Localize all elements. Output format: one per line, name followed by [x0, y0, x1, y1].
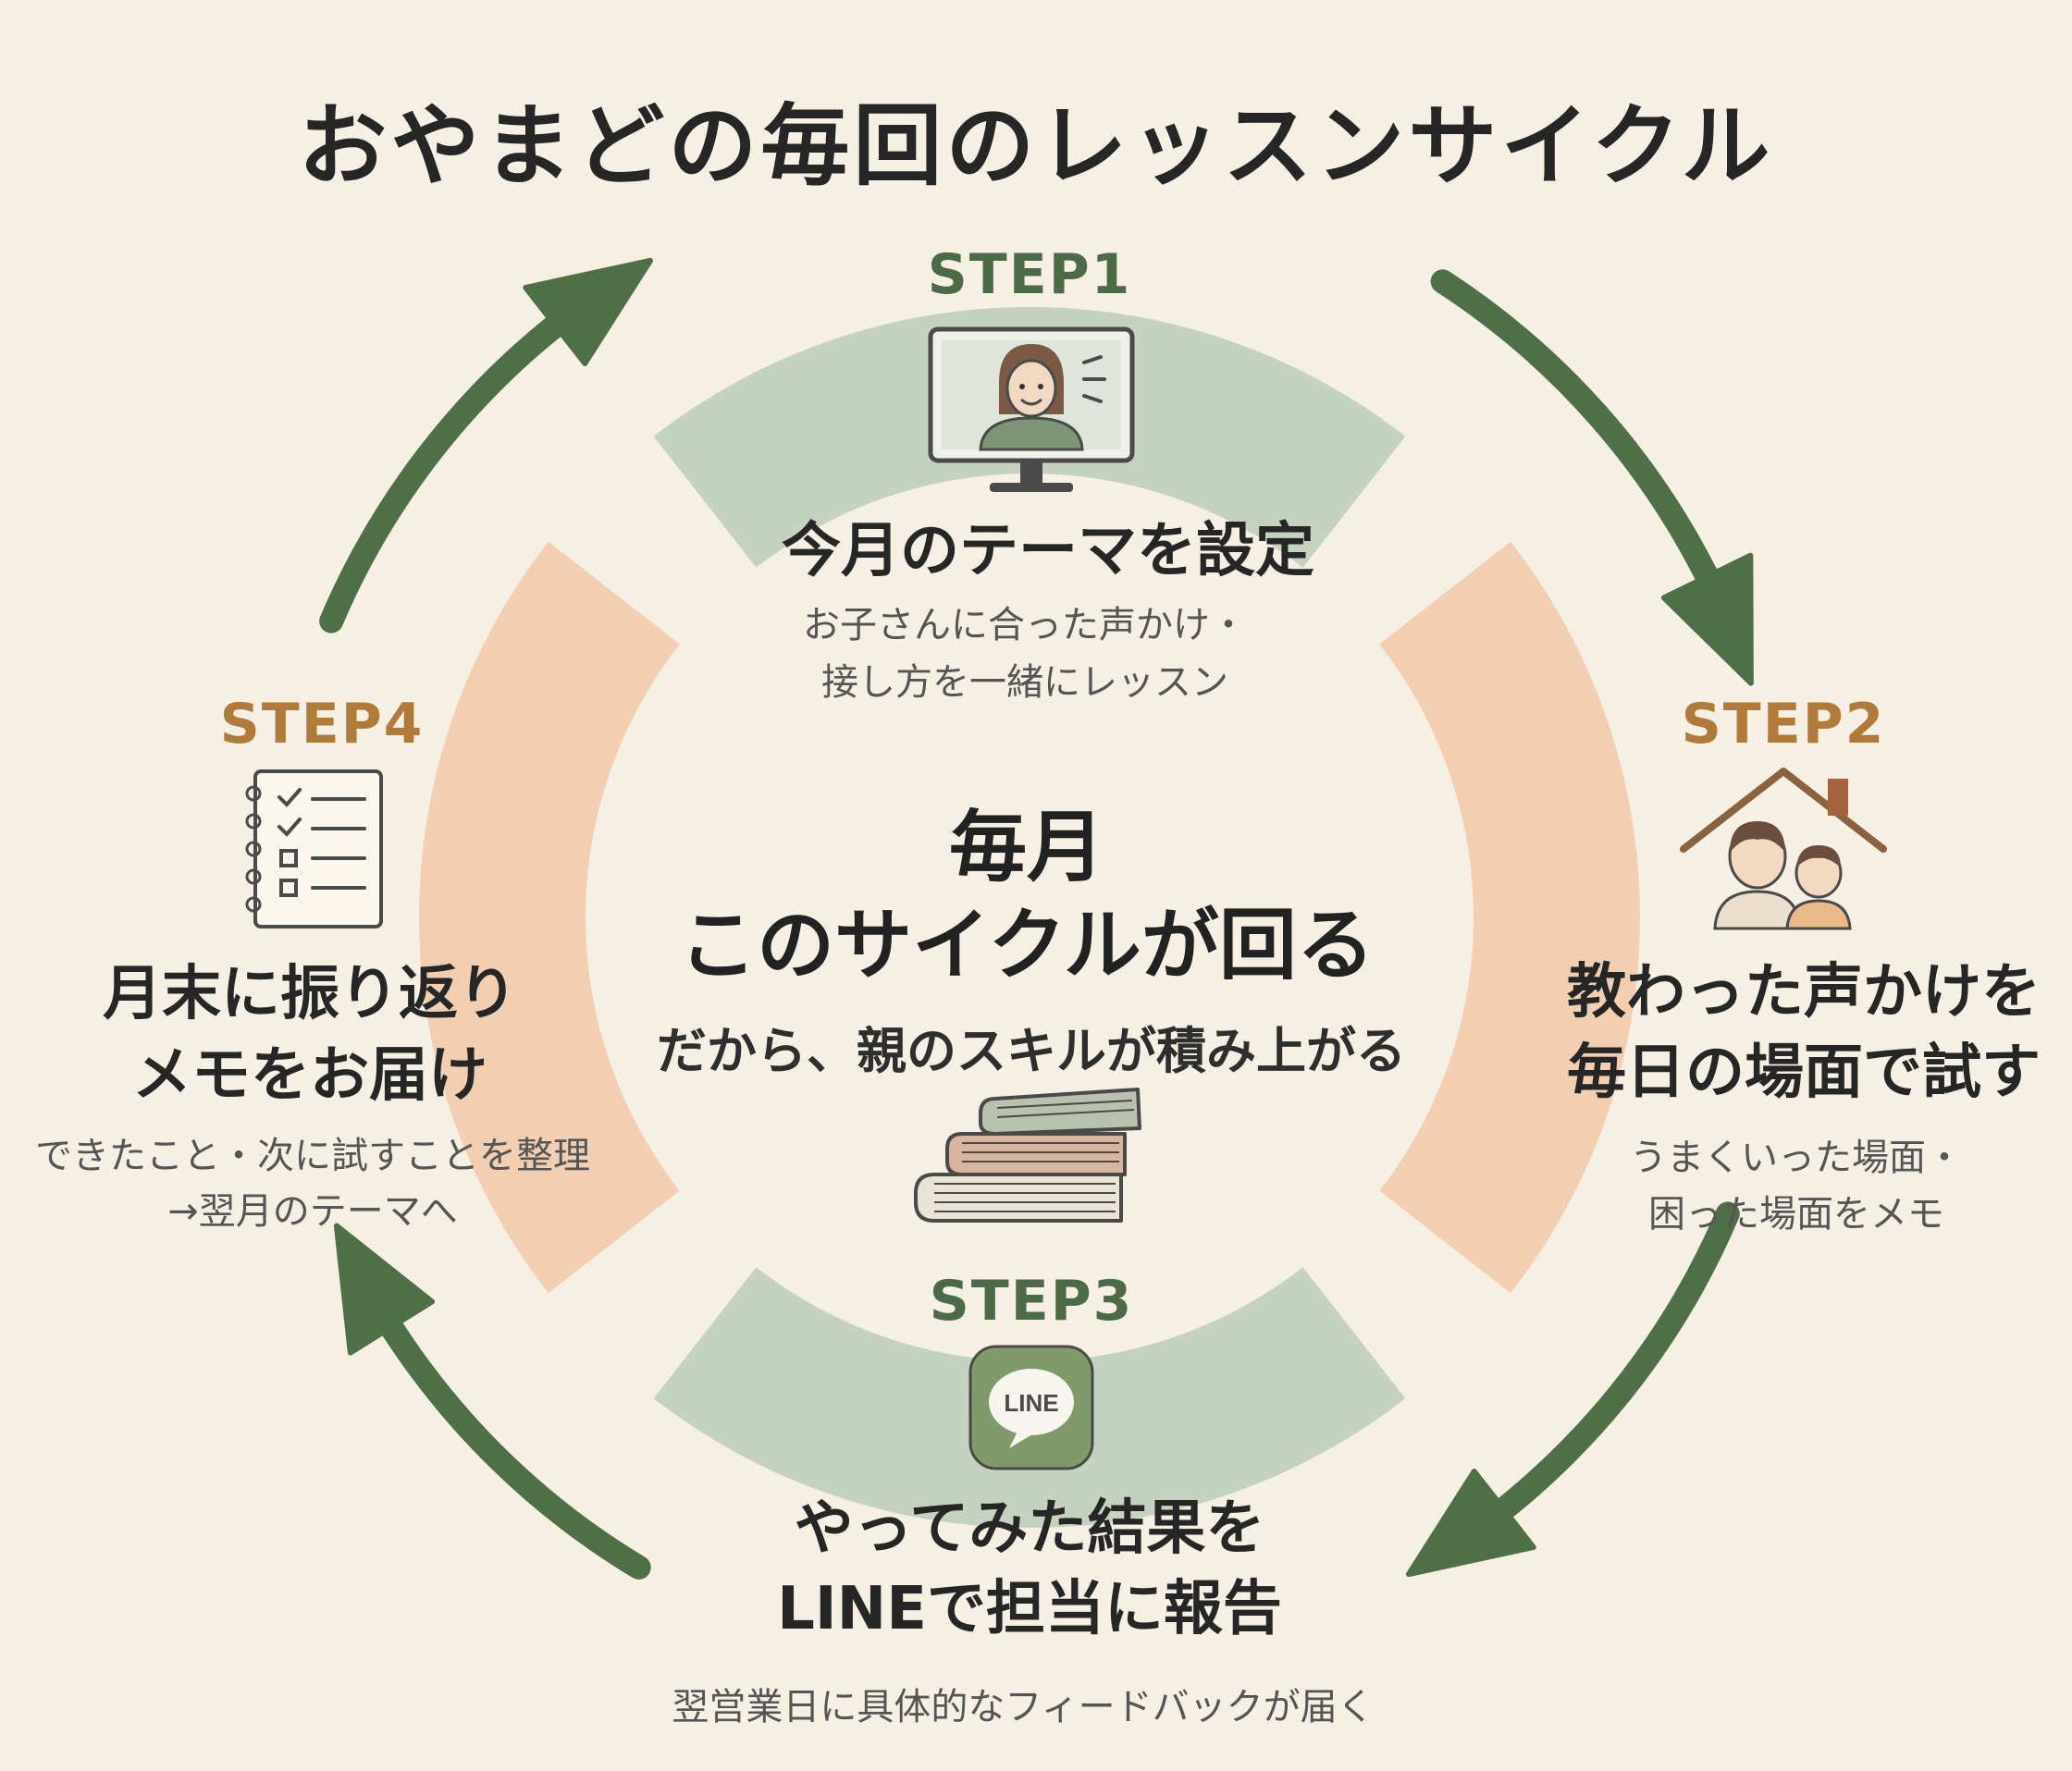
step2-heading-line1: 教わった声かけを — [1567, 958, 2041, 1027]
step2-sub-line1: うまくいった場面・ — [1630, 1137, 1963, 1179]
arrow-step4-to-step1 curved-arrow-icon — [319, 257, 653, 633]
step2-heading-line2: 毎日の場面で試す — [1567, 1039, 2041, 1107]
step3-sub: 翌営業日に具体的なフィードバックが届く — [672, 1686, 1375, 1728]
arrow-step1-to-step2 curved-arrow-icon — [1430, 269, 1754, 686]
step4-label: STEP4 — [219, 692, 425, 756]
ring-segment-left — [419, 541, 680, 1294]
step1-label: STEP1 — [927, 242, 1132, 307]
center-subtitle: だから、親のスキルが積み上がる — [657, 1022, 1406, 1080]
page-title: おやまどの毎回のレッスンサイクル — [298, 94, 1774, 198]
step1-sub-line1: お子さんに合った声かけ・ — [803, 604, 1247, 646]
line-app-icon-text: LINE — [1004, 1389, 1058, 1417]
step3-heading-line2: LINEで担当に報告 — [777, 1575, 1282, 1643]
step2-label: STEP2 — [1681, 692, 1886, 756]
step2-sub-line2: 困った場面をメモ — [1648, 1193, 1944, 1236]
ring-segment-right — [1379, 541, 1640, 1294]
step3-label: STEP3 — [929, 1269, 1134, 1334]
center-title-line2: このサイクルが回る — [679, 900, 1375, 990]
video-call-icon — [928, 326, 1135, 492]
step4-sub-line2: →翌月のテーマへ — [167, 1190, 458, 1233]
center-title-line1: 毎月 — [948, 802, 1105, 892]
step1-heading: 今月のテーマを設定 — [782, 517, 1314, 585]
arrow-step2-to-step3 curved-arrow-icon — [1406, 1201, 1740, 1578]
home-family-icon — [1680, 768, 1887, 930]
checklist-notebook-icon — [245, 769, 383, 929]
arrow-step3-to-step4 curved-arrow-icon — [333, 1223, 651, 1580]
step4-heading-line1: 月末に振り返り — [103, 960, 517, 1028]
step1-sub-line2: 接し方を一緒にレッスン — [821, 661, 1228, 704]
book-stack-icon — [914, 1088, 1141, 1223]
step4-heading-line2: メモをお届け — [132, 1041, 487, 1110]
step4-sub-line1: できたこと・次に試すことを整理 — [35, 1135, 590, 1177]
step3-heading-line1: やってみた結果を — [794, 1494, 1265, 1563]
line-app-icon: LINE — [968, 1345, 1094, 1470]
